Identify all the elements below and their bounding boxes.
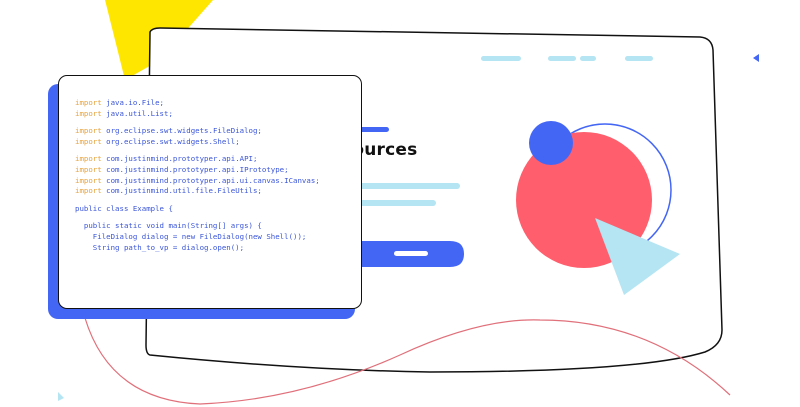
code-keyword: import — [75, 108, 102, 118]
code-text: java.io.File; — [101, 98, 164, 107]
nav-dash — [481, 56, 521, 61]
code-text: String path_to_vp = dialog.open(); — [75, 242, 245, 252]
code-line: import com.justinmind.util.file.FileUtil… — [75, 186, 320, 197]
code-line: String path_to_vp = dialog.open(); — [75, 243, 320, 254]
code-line: public static void main(String[] args) { — [75, 221, 320, 232]
code-text: public class Example { — [75, 203, 173, 213]
code-text: public static void main(String[] args) { — [75, 221, 262, 231]
code-keyword: import — [75, 175, 102, 185]
code-keyword: import — [75, 136, 102, 146]
code-keyword: import — [75, 164, 102, 174]
code-text: FileDialog dialog = new FileDialog(new S… — [75, 231, 307, 241]
code-line: import java.util.List; — [75, 109, 320, 120]
cta-button-label-bar — [394, 251, 428, 256]
small-triangle-icon — [58, 392, 64, 401]
code-window: import java.io.File;import java.util.Lis… — [58, 75, 362, 309]
code-text: com.justinmind.prototyper.api.API; — [101, 154, 258, 164]
code-blank-line — [75, 147, 320, 154]
text-line — [350, 183, 460, 189]
blue-circle — [529, 121, 573, 165]
heading-accent-bar — [355, 127, 389, 132]
code-line: FileDialog dialog = new FileDialog(new S… — [75, 232, 320, 243]
light-blue-triangle — [595, 218, 680, 295]
code-keyword: import — [75, 98, 102, 107]
code-line: import org.eclipse.swt.widgets.Shell; — [75, 137, 320, 148]
code-text: org.eclipse.swt.widgets.Shell; — [101, 136, 240, 146]
code-text: com.justinmind.prototyper.api.IPrototype… — [101, 164, 289, 174]
nav-dash — [625, 56, 653, 61]
text-line — [350, 200, 436, 206]
nav-dash — [580, 56, 596, 61]
code-keyword: import — [75, 126, 102, 136]
red-wave-line — [84, 317, 731, 405]
code-text: org.eclipse.swt.widgets.FileDialog; — [101, 126, 262, 136]
code-blank-line — [75, 197, 320, 204]
code-text: com.justinmind.prototyper.api.ui.canvas.… — [101, 175, 320, 185]
code-blank-line — [75, 214, 320, 221]
code-keyword: import — [75, 154, 102, 164]
code-line: import com.justinmind.prototyper.api.API… — [75, 154, 320, 165]
code-line: import java.io.File; — [75, 98, 320, 109]
code-block: import java.io.File;import java.util.Lis… — [75, 98, 320, 253]
code-text: com.justinmind.util.file.FileUtils; — [101, 186, 262, 196]
code-keyword: import — [75, 186, 102, 196]
small-triangle-icon — [753, 54, 759, 62]
code-line: import org.eclipse.swt.widgets.FileDialo… — [75, 126, 320, 137]
code-line: public class Example { — [75, 204, 320, 215]
code-blank-line — [75, 119, 320, 126]
code-line: import com.justinmind.prototyper.api.ui.… — [75, 176, 320, 187]
code-text: java.util.List; — [101, 108, 173, 118]
nav-dash — [548, 56, 576, 61]
code-line: import com.justinmind.prototyper.api.IPr… — [75, 165, 320, 176]
